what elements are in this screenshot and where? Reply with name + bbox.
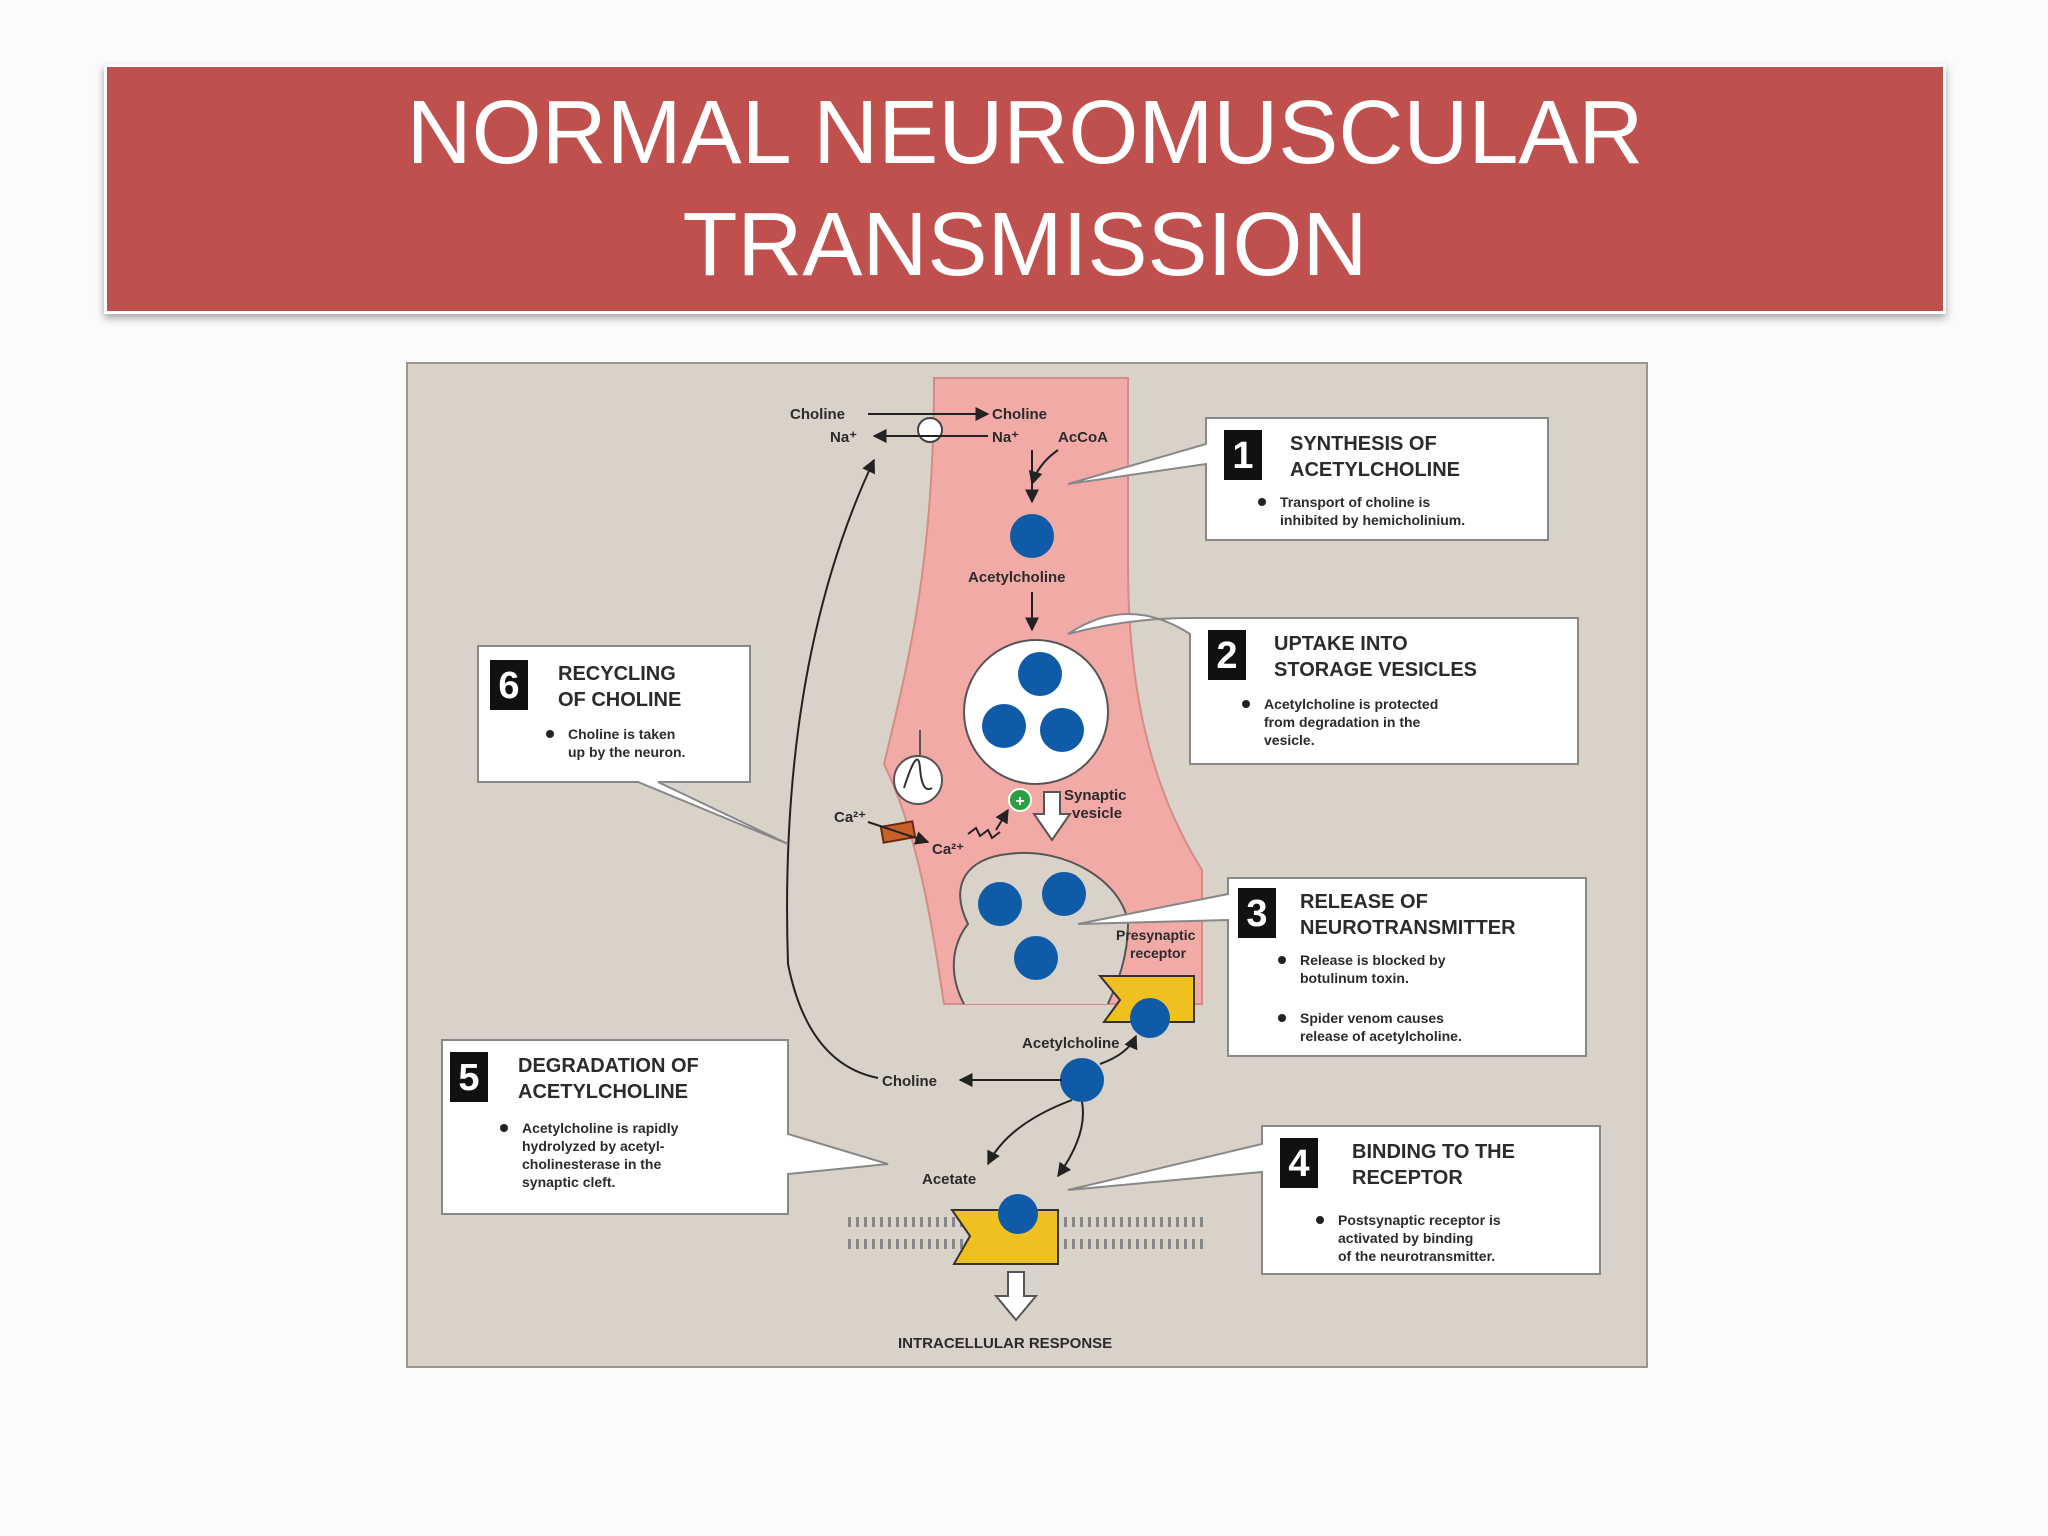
label-acetylcholine-top: Acetylcholine — [968, 569, 1066, 586]
label-ca-out: Ca²⁺ — [834, 809, 866, 826]
callout-step-4: 4 BINDING TO THE RECEPTOR Postsynaptic r… — [1067, 1125, 1601, 1275]
step-4-title-2: RECEPTOR — [1352, 1167, 1463, 1189]
label-intracellular-response: INTRACELLULAR RESPONSE — [898, 1335, 1112, 1352]
callout-step-5: 5 DEGRADATION OF ACETYLCHOLINE Acetylcho… — [441, 1039, 889, 1215]
label-choline-out: Choline — [790, 406, 845, 423]
step-5-number: 5 — [458, 1057, 479, 1099]
stimulation-plus-icon — [1008, 788, 1032, 812]
step-1-title-1: SYNTHESIS OF — [1290, 433, 1437, 455]
vesicle-ach-1 — [1018, 652, 1062, 696]
label-synaptic-vesicle-1: Synaptic — [1064, 787, 1127, 804]
slide-title-line-2: TRANSMISSION — [682, 195, 1368, 295]
step-2-bullet-1-line-2: from degradation in the — [1264, 714, 1421, 730]
svg-text:+: + — [1015, 793, 1024, 810]
bound-ach — [998, 1194, 1038, 1234]
diagram-canvas: Choline Na⁺ Choline Na⁺ AcCoA Acetylchol… — [441, 377, 1601, 1352]
step-4-bullet-1-line-2: activated by binding — [1338, 1230, 1473, 1246]
slide-title-line-1: NORMAL NEUROMUSCULAR — [406, 83, 1644, 183]
callout-step-1: 1 SYNTHESIS OF ACETYLCHOLINE Transport o… — [1067, 417, 1549, 541]
label-presynaptic-2: receptor — [1130, 945, 1187, 961]
step-5-title-2: ACETYLCHOLINE — [518, 1081, 688, 1103]
presynaptic-bound-ach — [1130, 998, 1170, 1038]
response-arrow — [993, 1271, 1039, 1322]
step-2-bullet-1-line-1: Acetylcholine is protected — [1264, 696, 1438, 712]
step-6-bullet-1-line-1: Choline is taken — [568, 726, 675, 742]
step-3-number: 3 — [1246, 893, 1267, 935]
step-1-title-2: ACETYLCHOLINE — [1290, 459, 1460, 481]
step-1-bullet-1-line-1: Transport of choline is — [1280, 494, 1430, 510]
step-4-bullet-1-line-1: Postsynaptic receptor is — [1338, 1212, 1501, 1228]
step-1-number: 1 — [1232, 435, 1253, 477]
step-5-bullet-1-line-2: hydrolyzed by acetyl- — [522, 1138, 665, 1154]
callout-step-2: 2 UPTAKE INTO STORAGE VESICLES Acetylcho… — [1067, 613, 1579, 765]
step-5-title-1: DEGRADATION OF — [518, 1055, 699, 1077]
callout-step-3: 3 RELEASE OF NEUROTRANSMITTER Release is… — [1077, 877, 1587, 1057]
step-6-number: 6 — [498, 665, 519, 707]
step-3-title-2: NEUROTRANSMITTER — [1300, 917, 1516, 939]
cleft-ach — [1060, 1058, 1104, 1102]
step-5-bullet-1-line-3: cholinesterase in the — [522, 1156, 661, 1172]
label-na-out: Na⁺ — [830, 429, 857, 446]
neuromuscular-diagram: Choline Na⁺ Choline Na⁺ AcCoA Acetylchol… — [406, 362, 1648, 1368]
released-ach-3 — [1014, 936, 1058, 980]
step-5-bullet-1-line-4: synaptic cleft. — [522, 1174, 615, 1190]
step-3-bullet-2-line-1: Spider venom causes — [1300, 1010, 1444, 1026]
label-presynaptic-1: Presynaptic — [1116, 927, 1196, 943]
action-potential-icon — [893, 755, 943, 805]
step-2-number: 2 — [1216, 635, 1237, 677]
step-5-bullet-1-line-1: Acetylcholine is rapidly — [522, 1120, 679, 1136]
step-4-bullet-1-line-3: of the neurotransmitter. — [1338, 1248, 1495, 1264]
step-6-bullet-1-line-2: up by the neuron. — [568, 744, 685, 760]
step-6-title-2: OF CHOLINE — [558, 689, 681, 711]
step-1-bullet-1-line-2: inhibited by hemicholinium. — [1280, 512, 1465, 528]
step-3-bullet-2-line-2: release of acetylcholine. — [1300, 1028, 1462, 1044]
step-3-bullet-1-line-2: botulinum toxin. — [1300, 970, 1409, 986]
label-acetate: Acetate — [922, 1171, 976, 1188]
recycling-arrow — [786, 458, 879, 1079]
exocytosis-arrow — [1032, 791, 1072, 842]
step-2-title-1: UPTAKE INTO — [1274, 633, 1408, 655]
vesicle-ach-3 — [1040, 708, 1084, 752]
released-ach-1 — [978, 882, 1022, 926]
label-choline-in: Choline — [992, 406, 1047, 423]
label-accoa: AcCoA — [1058, 429, 1108, 446]
label-synaptic-vesicle-2: vesicle — [1072, 805, 1122, 822]
step-4-number: 4 — [1288, 1143, 1309, 1185]
choline-transporter-icon — [917, 417, 943, 443]
step-2-title-2: STORAGE VESICLES — [1274, 659, 1477, 681]
step-2-bullet-1-line-3: vesicle. — [1264, 732, 1315, 748]
slide-title-banner: NORMAL NEUROMUSCULAR TRANSMISSION — [104, 64, 1946, 314]
label-choline-cleft: Choline — [882, 1073, 937, 1090]
step-6-title-1: RECYCLING — [558, 663, 676, 685]
step-3-bullet-1-line-1: Release is blocked by — [1300, 952, 1446, 968]
label-acetylcholine-cleft: Acetylcholine — [1022, 1035, 1120, 1052]
step-4-title-1: BINDING TO THE — [1352, 1141, 1515, 1163]
callout-step-6: 6 RECYCLING OF CHOLINE Choline is taken … — [477, 645, 789, 845]
label-ca-in: Ca²⁺ — [932, 841, 964, 858]
step-3-title-1: RELEASE OF — [1300, 891, 1428, 913]
acetylcholine-molecule — [1010, 514, 1054, 558]
label-na-in: Na⁺ — [992, 429, 1019, 446]
released-ach-2 — [1042, 872, 1086, 916]
vesicle-ach-2 — [982, 704, 1026, 748]
